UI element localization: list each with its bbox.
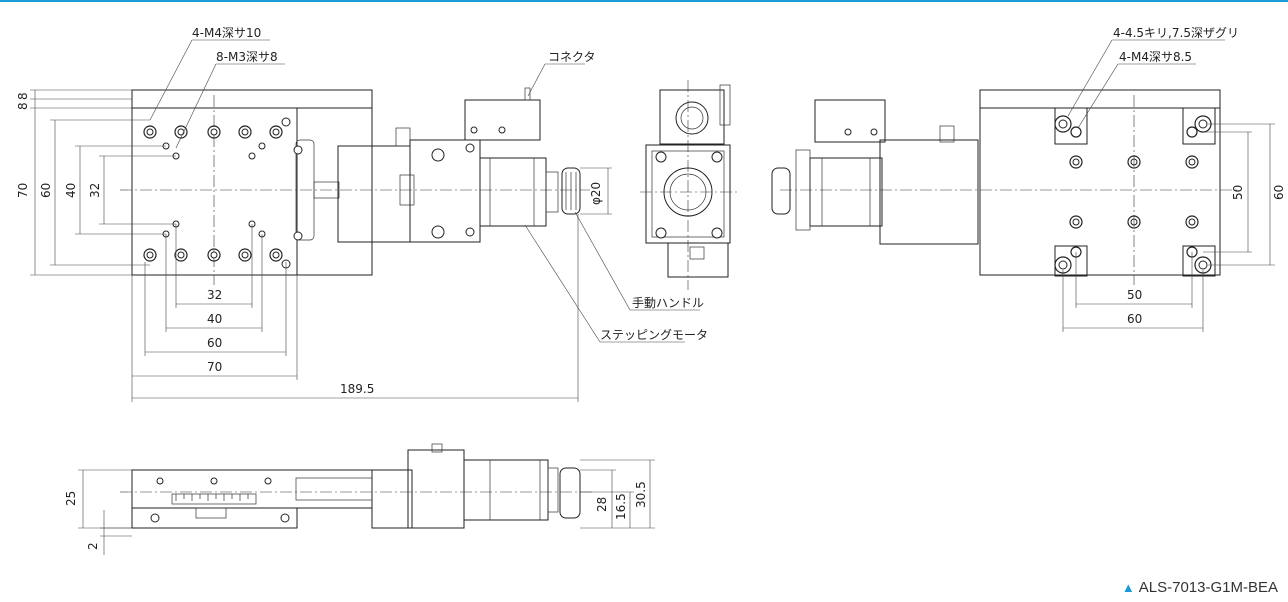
top-accent-bar [0,0,1288,2]
dim-right-60: 60 [1272,185,1286,200]
triangle-icon: ▲ [1121,580,1135,595]
label-tap-m4-8-5: 4-M4深サ8.5 [1119,50,1192,64]
bottom-view [771,89,1240,285]
stage-table-outline [131,107,298,276]
right-base-outline [979,89,1221,276]
label-manual-handle: 手動ハンドル [632,296,704,310]
end-view-connector [659,89,725,145]
end-view [640,80,740,290]
dim-side-16-5: 16.5 [614,493,628,520]
label-connector: コネクタ [548,50,596,64]
right-motor [809,157,883,227]
side-view-dimensions [78,459,655,555]
scale-bar [171,493,257,505]
top-view [120,87,590,285]
dim-side-30-5: 30.5 [634,481,648,508]
label-stepping-motor: ステッピングモータ [600,328,708,342]
label-tap-m3-8: 8-M3深サ8 [216,50,278,64]
dim-overall-189-5: 189.5 [340,382,374,396]
dim-side-28: 28 [595,497,609,512]
dim-top-8a: 8 [16,92,30,100]
dim-rightview-60: 60 [1127,312,1142,326]
dim-bottom-32: 32 [207,288,222,302]
label-holes-4-5: 4-4.5キリ,7.5深ザグリ [1113,26,1239,40]
dim-left-32: 32 [88,183,102,198]
model-caption: ▲ALS-7013-G1M-BEA [1122,579,1278,596]
side-motor [463,459,549,521]
dim-left-70: 70 [16,183,30,198]
right-handle [771,167,791,215]
dim-phi20: φ20 [589,182,603,205]
dim-right-50: 50 [1231,185,1245,200]
table-holes [143,117,303,269]
side-view [120,443,592,529]
side-base [131,469,373,509]
dim-top-8b: 8 [16,102,30,110]
side-gear-head [407,449,465,529]
right-gear-head [879,139,979,245]
coupling-housing [337,145,373,243]
model-name: ALS-7013-G1M-BEA [1138,579,1278,596]
connector-box [464,99,541,141]
dim-side-25: 25 [64,491,78,506]
dim-side-2: 2 [86,542,100,550]
dim-bottom-40: 40 [207,312,222,326]
dim-rightview-50: 50 [1127,288,1142,302]
label-tap-m4-10: 4-M4深サ10 [192,26,261,40]
manual-handle [561,167,581,215]
dim-left-40: 40 [64,183,78,198]
dim-left-60: 60 [39,183,53,198]
bottom-view-dimensions [1062,39,1275,332]
side-handle [559,467,581,519]
top-view-dimensions [30,39,700,402]
dim-bottom-70: 70 [207,360,222,374]
gear-head [409,139,481,243]
dim-bottom-60: 60 [207,336,222,350]
